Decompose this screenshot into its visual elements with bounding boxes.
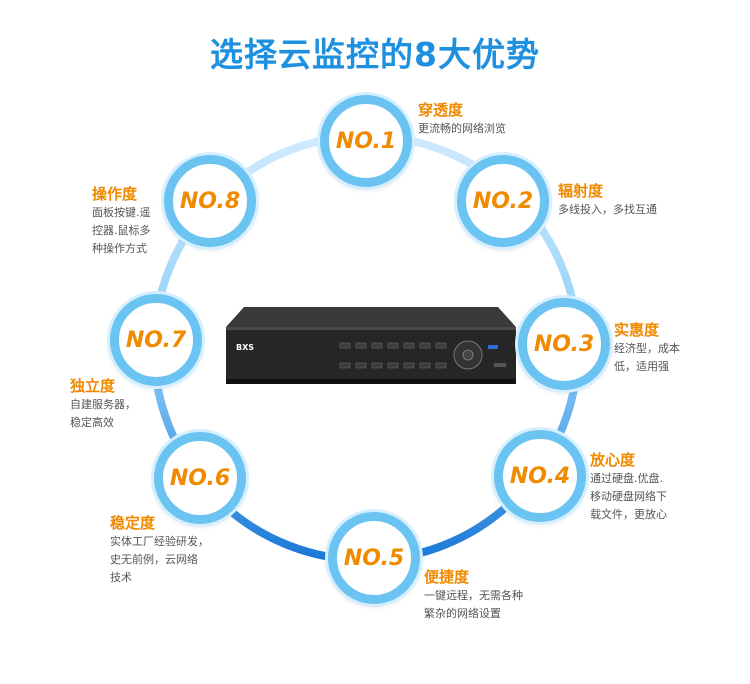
feature-desc: 技术 (110, 571, 132, 584)
feature-desc: 通过硬盘.优盘. (590, 472, 663, 485)
badge-no6: NO.6 (154, 432, 246, 524)
feature-title: 穿透度 (418, 101, 464, 119)
page-title: 选择云监控的8大优势 (210, 35, 540, 74)
feature-desc: 种操作方式 (92, 242, 147, 255)
feature-5: 便捷度 一键远程，无需各种 繁杂的网络设置 (424, 567, 523, 623)
feature-desc: 自建服务器， (70, 398, 136, 411)
feature-title: 放心度 (590, 451, 636, 469)
feature-7: 独立度 自建服务器， 稳定高效 (70, 376, 136, 432)
feature-desc: 多线投入，多找互通 (558, 203, 657, 216)
feature-3: 实惠度 经济型，成本 低，适用强 (614, 320, 680, 376)
feature-title: 实惠度 (614, 321, 660, 339)
feature-title: 独立度 (70, 377, 116, 395)
feature-desc: 控器.鼠标多 (92, 224, 151, 237)
dvr-device-image: BXS (222, 305, 518, 387)
feature-desc: 经济型，成本 (614, 342, 680, 355)
feature-desc: 实体工厂经验研发， (110, 535, 209, 548)
feature-desc: 载文件，更放心 (590, 508, 667, 521)
feature-desc: 稳定高效 (70, 416, 114, 429)
feature-title: 操作度 (92, 185, 138, 203)
badge-no1: NO.1 (320, 95, 412, 187)
feature-title: 便捷度 (424, 568, 470, 586)
feature-desc: 繁杂的网络设置 (424, 607, 501, 620)
feature-desc: 移动硬盘网络下 (590, 490, 667, 503)
brand-label: BXS (236, 343, 255, 352)
feature-2: 辐射度 多线投入，多找互通 (558, 181, 657, 219)
badge-no3: NO.3 (518, 298, 610, 390)
feature-4: 放心度 通过硬盘.优盘. 移动硬盘网络下 载文件，更放心 (590, 450, 667, 524)
feature-desc: 更流畅的网络浏览 (418, 122, 506, 135)
badge-no5: NO.5 (328, 512, 420, 604)
feature-desc: 低，适用强 (614, 360, 669, 373)
feature-title: 辐射度 (558, 182, 604, 200)
feature-desc: 史无前例，云网络 (110, 553, 198, 566)
feature-desc: 面板按键.遥 (92, 206, 151, 219)
badge-no4: NO.4 (494, 430, 586, 522)
badge-no8: NO.8 (164, 155, 256, 247)
badge-no2: NO.2 (457, 155, 549, 247)
feature-title: 稳定度 (110, 514, 156, 532)
feature-8: 操作度 面板按键.遥 控器.鼠标多 种操作方式 (92, 184, 151, 258)
feature-desc: 一键远程，无需各种 (424, 589, 523, 602)
badge-no7: NO.7 (110, 294, 202, 386)
feature-6: 稳定度 实体工厂经验研发， 史无前例，云网络 技术 (110, 513, 209, 587)
feature-1: 穿透度 更流畅的网络浏览 (418, 100, 506, 138)
